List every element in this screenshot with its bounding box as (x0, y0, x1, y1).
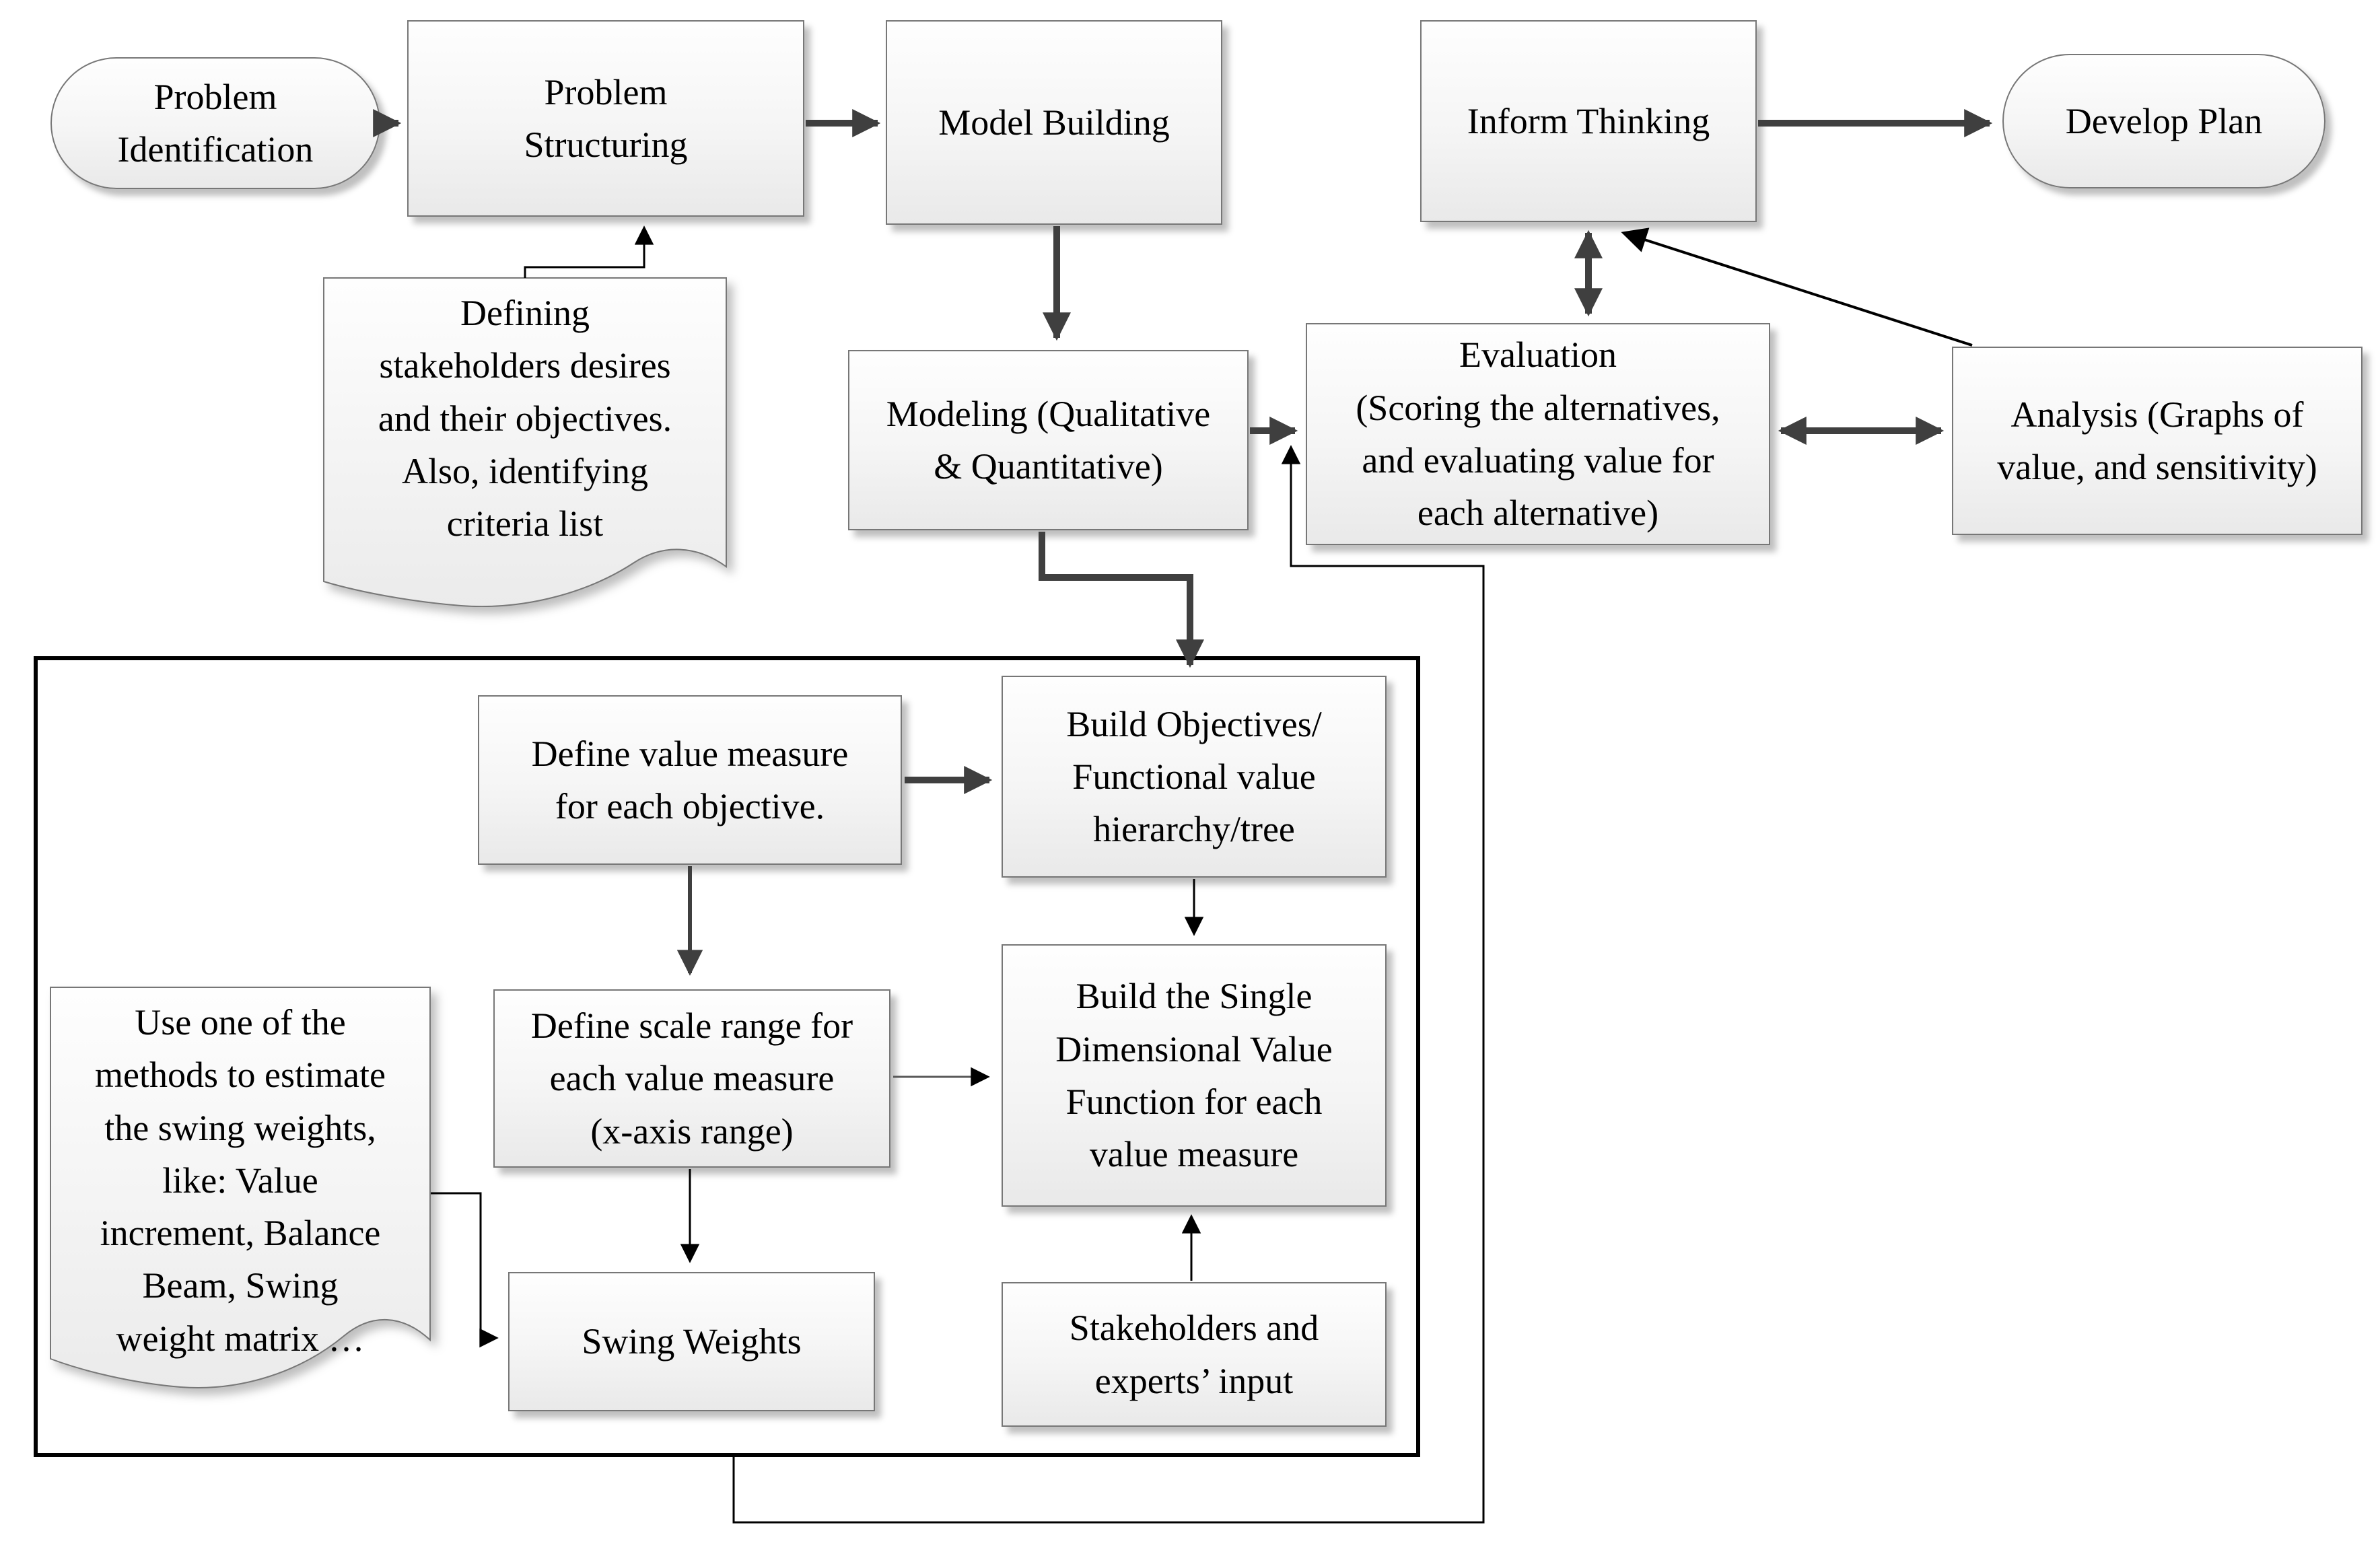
node-swing-weights-methods-note: Use one of the methods to estimate the s… (50, 987, 431, 1390)
node-develop-plan-label: Develop Plan (2065, 100, 2263, 141)
node-swing-weights-methods-note-label: Use one of the methods to estimate the s… (95, 1002, 386, 1359)
node-stakeholders-input-label: Stakeholders and experts’ input (1069, 1308, 1319, 1401)
node-swing-weights-label: Swing Weights (582, 1321, 802, 1362)
node-problem-structuring-label: Problem Structuring (524, 71, 688, 165)
node-define-value-measure-label: Define value measure for each objective. (531, 733, 849, 826)
node-modeling-label: Modeling (Qualitative & Quantitative) (886, 393, 1211, 487)
edge-defining-stakeholders-note-to-problem-structuring (524, 225, 654, 278)
node-inform-thinking: Inform Thinking (1420, 20, 1757, 222)
edge-modeling-to-build-objectives (1039, 532, 1204, 668)
node-problem-structuring: Problem Structuring (407, 20, 804, 217)
node-build-single-dimensional-value-function-label: Build the Single Dimensional Value Funct… (1055, 976, 1333, 1175)
node-analysis-label: Analysis (Graphs of value, and sensitivi… (1997, 394, 2317, 487)
node-problem-identification: Problem Identification (50, 57, 380, 189)
node-define-value-measure: Define value measure for each objective. (478, 695, 902, 865)
node-develop-plan: Develop Plan (2002, 54, 2325, 188)
node-problem-identification-label: Problem Identification (117, 76, 314, 170)
node-define-scale-range-label: Define scale range for each value measur… (530, 1005, 853, 1152)
node-evaluation-label: Evaluation (Scoring the alternatives, an… (1356, 334, 1720, 534)
node-define-scale-range: Define scale range for each value measur… (493, 989, 890, 1168)
node-stakeholders-input: Stakeholders and experts’ input (1002, 1282, 1387, 1427)
node-model-building-label: Model Building (938, 102, 1170, 143)
node-build-single-dimensional-value-function: Build the Single Dimensional Value Funct… (1002, 944, 1387, 1207)
node-analysis: Analysis (Graphs of value, and sensitivi… (1952, 347, 2362, 535)
node-build-objectives: Build Objectives/ Functional value hiera… (1002, 676, 1387, 878)
node-build-objectives-label: Build Objectives/ Functional value hiera… (1066, 703, 1322, 850)
node-inform-thinking-label: Inform Thinking (1467, 100, 1710, 141)
node-swing-weights: Swing Weights (508, 1272, 875, 1411)
node-evaluation: Evaluation (Scoring the alternatives, an… (1306, 323, 1770, 545)
node-defining-stakeholders-note-label: Defining stakeholders desires and their … (378, 293, 672, 544)
node-modeling: Modeling (Qualitative & Quantitative) (848, 350, 1249, 530)
document-shape (50, 987, 431, 1388)
node-defining-stakeholders-note: Defining stakeholders desires and their … (323, 277, 727, 607)
document-shape (323, 277, 727, 607)
node-model-building: Model Building (886, 20, 1222, 225)
